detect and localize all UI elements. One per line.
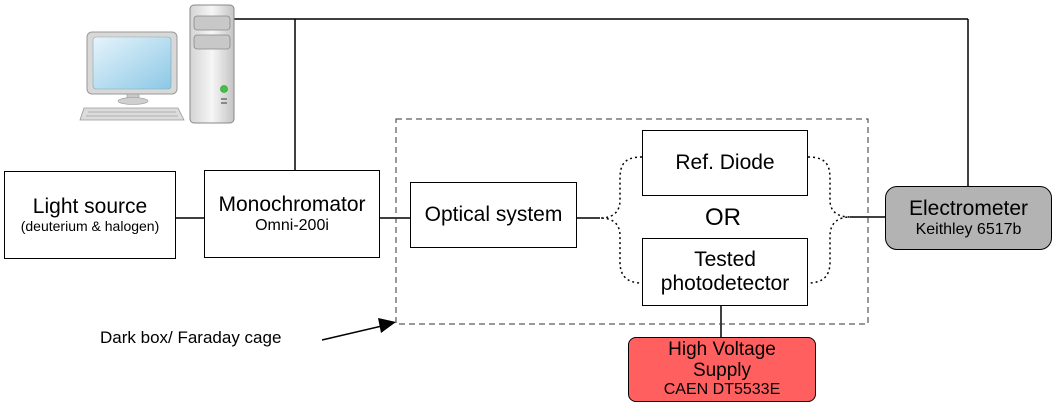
dark-box-label: Dark box/ Faraday cage <box>100 328 282 347</box>
ref-diode-box: Ref. Diode <box>642 130 808 196</box>
or-label: OR <box>705 204 741 231</box>
electrometer-box: Electrometer Keithley 6517b <box>885 186 1052 250</box>
hv-supply-box: High Voltage Supply CAEN DT5533E <box>628 337 816 402</box>
electrometer-model: Keithley 6517b <box>915 220 1022 238</box>
hv-supply-line2: Supply <box>692 359 752 381</box>
pc-tower-icon <box>189 4 235 124</box>
tested-photodetector-line1: Tested <box>694 248 756 272</box>
right-dotted-brace <box>807 156 851 284</box>
optical-system-title: Optical system <box>424 203 563 227</box>
light-source-subtitle: (deuterium & halogen) <box>20 217 160 234</box>
monochromator-title: Monochromator <box>218 193 366 217</box>
hv-supply-model: CAEN DT5533E <box>663 381 781 399</box>
hv-supply-line1: High Voltage <box>668 339 776 361</box>
optical-system-box: Optical system <box>410 182 577 248</box>
dark-box-outline <box>395 118 869 325</box>
dark-box-arrow-line <box>321 325 383 341</box>
tested-photodetector-line2: photodetector <box>660 272 790 295</box>
keyboard-icon <box>79 107 185 121</box>
ref-diode-title: Ref. Diode <box>675 151 775 175</box>
dark-box-arrow-head <box>378 318 396 333</box>
left-dotted-brace <box>599 156 643 284</box>
monitor-icon <box>86 31 178 105</box>
tested-photodetector-box: Tested photodetector <box>642 238 808 306</box>
light-source-title: Light source <box>32 195 148 219</box>
monochromator-model: Omni-200i <box>255 216 329 234</box>
monochromator-box: Monochromator Omni-200i <box>204 170 380 258</box>
electrometer-title: Electrometer <box>908 197 1029 221</box>
light-source-box: Light source (deuterium & halogen) <box>4 171 176 259</box>
desktop-computer-icon <box>79 4 235 124</box>
